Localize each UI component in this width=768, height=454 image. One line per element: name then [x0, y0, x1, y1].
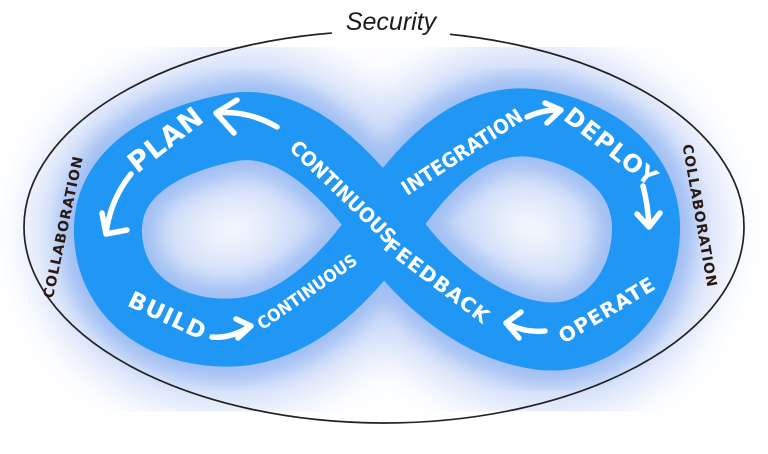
arrow-after-deploy-down-icon: [634, 183, 663, 230]
security-title: Security: [331, 7, 451, 43]
arrow-after-build-right-icon: [209, 316, 254, 341]
arrow-before-operate-left-icon: [503, 309, 548, 341]
arrow-after-integration-right-icon: [524, 100, 564, 126]
arrow-left-side-down-icon: [99, 171, 134, 237]
infinity-band: [73, 88, 680, 371]
arrow-after-plan-left-icon: [213, 97, 280, 136]
